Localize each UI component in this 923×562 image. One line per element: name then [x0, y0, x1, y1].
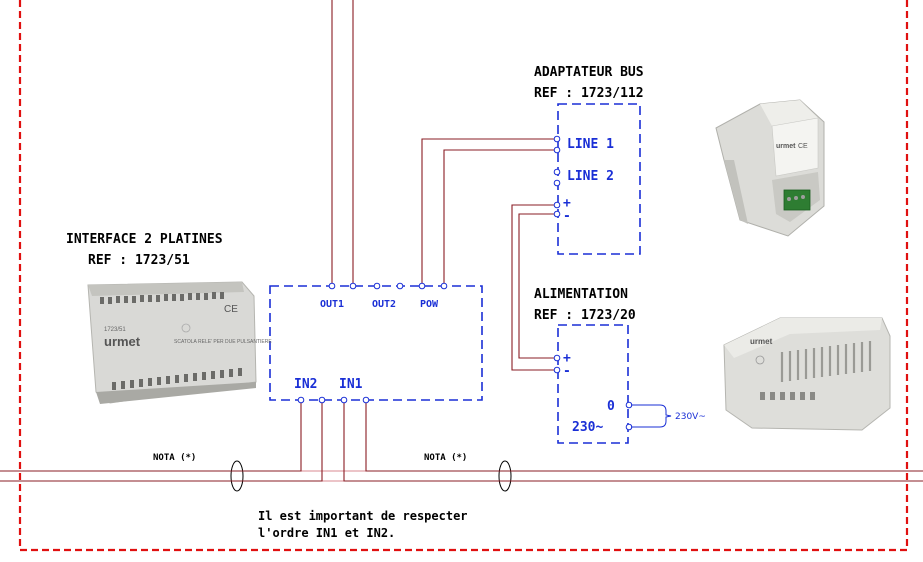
bus-cables: [0, 460, 923, 492]
interface-out1-label: OUT1: [320, 299, 344, 310]
interface-title: INTERFACE 2 PLATINES: [66, 232, 223, 247]
power-supply-zero-label: 0: [607, 399, 615, 414]
bus-adapter: ADAPTATEUR BUS REF : 1723/112 LINE 1 LIN…: [534, 65, 644, 255]
power-supply-minus-label: -: [563, 364, 571, 379]
mains-brace: [631, 404, 672, 428]
footer-note-line2: l'ordre IN1 et IN2.: [258, 526, 395, 540]
interface-terminals: [297, 282, 448, 404]
interface: INTERFACE 2 PLATINES REF : 1723/51 OUT1 …: [66, 232, 483, 404]
power-supply-230-label: 230~: [572, 420, 603, 435]
interface-device-ce: CE: [224, 304, 238, 315]
bus-adapter-device-brand: urmet: [776, 143, 796, 150]
wires: [0, 0, 923, 482]
power-supply-device-brand: urmet: [750, 337, 773, 346]
interface-in1-label: IN1: [339, 377, 363, 392]
interface-pow-label: POW: [420, 299, 439, 310]
bus-adapter-plus-label: +: [563, 196, 571, 211]
interface-device-caption: SCATOLA RELE’ PER DUE PULSANTIERE: [174, 339, 272, 345]
bus-adapter-ref: REF : 1723/112: [534, 86, 644, 101]
svg-text:CE: CE: [798, 143, 808, 150]
power-supply-box: [557, 324, 629, 444]
cable-marker-right: [498, 460, 512, 492]
cable-marker-left: [230, 460, 244, 492]
interface-device-brand: urmet: [104, 334, 141, 349]
power-supply-plus-label: +: [563, 351, 571, 366]
power-supply-title: ALIMENTATION: [534, 287, 628, 302]
bus-adapter-terminals: [553, 135, 561, 218]
interface-out2-label: OUT2: [372, 299, 396, 310]
mains-voltage-label: 230V~: [675, 412, 706, 422]
outer-frame: [18, 0, 909, 552]
footer-note-line1: Il est important de respecter: [258, 509, 468, 523]
bus-adapter-title: ADAPTATEUR BUS: [534, 65, 644, 80]
interface-ref: REF : 1723/51: [88, 253, 190, 268]
bus-adapter-box: [557, 103, 641, 255]
power-supply-device-image: urmet: [723, 317, 891, 431]
interface-device-model: 1723/51: [104, 327, 126, 333]
nota-left: NOTA (*): [153, 453, 196, 463]
bus-adapter-line2-label: LINE 2: [567, 169, 614, 184]
nota-right: NOTA (*): [424, 453, 467, 463]
bus-adapter-minus-label: -: [563, 209, 571, 224]
bus-adapter-device-image: urmet CE: [715, 99, 825, 237]
power-supply: ALIMENTATION REF : 1723/20 + - 0 230~ 23…: [534, 287, 706, 444]
bus-adapter-line1-label: LINE 1: [567, 137, 614, 152]
interface-device-image: urmet 1723/51 SCATOLA RELE’ PER DUE PULS…: [87, 281, 272, 404]
power-supply-ref: REF : 1723/20: [534, 308, 636, 323]
interface-in2-label: IN2: [294, 377, 317, 392]
